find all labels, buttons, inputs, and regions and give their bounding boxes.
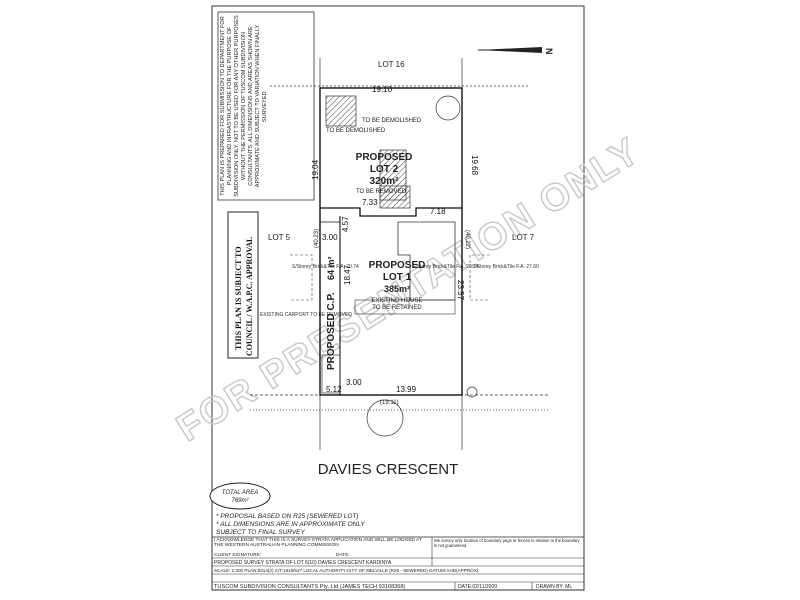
client-acknowledgement: I ACKNOWLEDGE THAT THIS IS A SURVEY-STRA… bbox=[214, 538, 422, 549]
client-date-label: DATE: bbox=[336, 552, 350, 558]
proposal-note-2: * ALL DIMENSIONS ARE IN APPROXIMATE ONLY bbox=[216, 521, 365, 528]
plan-date: DATE:02/11/2009 bbox=[458, 584, 497, 590]
carport-outline bbox=[321, 354, 341, 394]
dim-457: 4.57 bbox=[341, 216, 350, 232]
cp-area: 64 m² bbox=[326, 256, 336, 280]
drawn-by: DRAWN BY: ML bbox=[536, 584, 572, 590]
tree-icon-bottom bbox=[366, 399, 404, 437]
dim-right-upper: 19.68 bbox=[470, 155, 479, 176]
note-demolish-a: TO BE DEMOLISHED bbox=[326, 128, 386, 134]
lot1-note-2: TO BE RETAINED bbox=[372, 305, 422, 311]
dim-left-upper: 19.04 bbox=[311, 159, 320, 180]
total-area-label: TOTAL AREA bbox=[222, 490, 258, 496]
lot-5-label: LOT 5 bbox=[268, 233, 291, 242]
lot2-area: 320m² bbox=[370, 176, 400, 187]
north-arrow: N bbox=[478, 47, 554, 55]
dim-top: 19.10 bbox=[372, 85, 393, 94]
lot7-house-outline bbox=[469, 254, 490, 301]
approval-stamp-line2: COUNCIL / W.A.P.C. APPROVAL bbox=[245, 237, 254, 356]
client-signature-label: CLIENT SIGNATURE: bbox=[214, 552, 261, 558]
removed-structure bbox=[379, 185, 411, 209]
verandah-outline bbox=[354, 299, 456, 315]
lot2-number: LOT 2 bbox=[370, 164, 399, 175]
disclaimer-text: THIS PLAN IS PREPARED FOR SUBMISSION TO … bbox=[220, 15, 268, 197]
note-removed: TO BE REMOVED bbox=[356, 189, 407, 195]
fence-post-icon bbox=[466, 386, 478, 398]
note-lot5-house: S/Storey Brick&Tile F.A. 20.74 bbox=[292, 264, 359, 270]
lot5-house-outline bbox=[290, 254, 313, 301]
total-area-value: 769m² bbox=[231, 498, 249, 504]
dim-bottom: (19.11) bbox=[380, 400, 399, 406]
street-name: DAVIES CRESCENT bbox=[318, 461, 459, 478]
disclaimer-block: THIS PLAN IS PREPARED FOR SUBMISSION TO … bbox=[217, 11, 315, 201]
note-lot1-house: S/Storey Brick&Tile F.A. 20.74 bbox=[412, 264, 479, 270]
dim-1399: 13.99 bbox=[396, 385, 417, 394]
tree-icon bbox=[435, 95, 461, 121]
scale-line: SCALE: 1:300 PLAN:8314(2) C/T:1916/527 L… bbox=[214, 568, 479, 573]
note-carport: EXISTING CARPORT TO BE REMOVED bbox=[260, 312, 352, 318]
title-line: PROPOSED SURVEY STRATA OF LOT 6(10) DAVI… bbox=[214, 560, 392, 566]
dim-1847: 18.47 bbox=[343, 264, 352, 285]
consultant-line: TUSCOM SUBDIVISION CONSULTANTS Pty. Ltd … bbox=[214, 584, 406, 590]
approval-stamp: THIS PLAN IS SUBJECT TO COUNCIL / W.A.P.… bbox=[227, 211, 259, 359]
dim-300: 3.00 bbox=[322, 233, 338, 242]
lot-16-label: LOT 16 bbox=[378, 60, 405, 69]
lot-division-line bbox=[320, 207, 462, 217]
dim-2357: 23.57 bbox=[456, 280, 465, 301]
dim-512: 5.12 bbox=[326, 385, 342, 394]
approval-stamp-line1: THIS PLAN IS SUBJECT TO bbox=[234, 246, 243, 350]
north-label: N bbox=[544, 48, 554, 55]
dim-718: 7.18 bbox=[430, 207, 446, 216]
lot1-number: LOT 1 bbox=[383, 272, 412, 283]
lot1-area: 385m² bbox=[384, 284, 410, 294]
disclaimer-border bbox=[217, 11, 315, 201]
proposal-note-3: SUBJECT TO FINAL SURVEY bbox=[216, 529, 306, 536]
lot2-title: PROPOSED bbox=[356, 152, 413, 163]
lot-boundary bbox=[319, 87, 463, 396]
dim-4022: (40.22) bbox=[464, 230, 470, 249]
cp-label: PROPOSED C.P. bbox=[326, 292, 337, 370]
lot-7-label: LOT 7 bbox=[512, 233, 535, 242]
note-lot7-house: S/Storey Brick&Tile F.A. 27.60 bbox=[472, 264, 539, 270]
dim-733: 7.33 bbox=[362, 198, 378, 207]
note-demolish-b: TO BE DEMOLISHED bbox=[362, 118, 422, 124]
proposal-note-1: * PROPOSAL BASED ON R25 (SEWERED LOT) bbox=[216, 513, 359, 520]
total-area-badge: TOTAL AREA 769m² bbox=[209, 482, 271, 510]
side-note: We survey only location of boundary pegs… bbox=[434, 538, 580, 548]
title-block bbox=[211, 536, 585, 591]
demolished-structure-a bbox=[325, 95, 357, 127]
lot1-note-1: EXISTING HOUSE bbox=[371, 298, 422, 304]
dim-300-bottom: 3.00 bbox=[346, 378, 362, 387]
dim-4023: (40.23) bbox=[314, 229, 320, 248]
lot1-title: PROPOSED bbox=[369, 260, 426, 271]
